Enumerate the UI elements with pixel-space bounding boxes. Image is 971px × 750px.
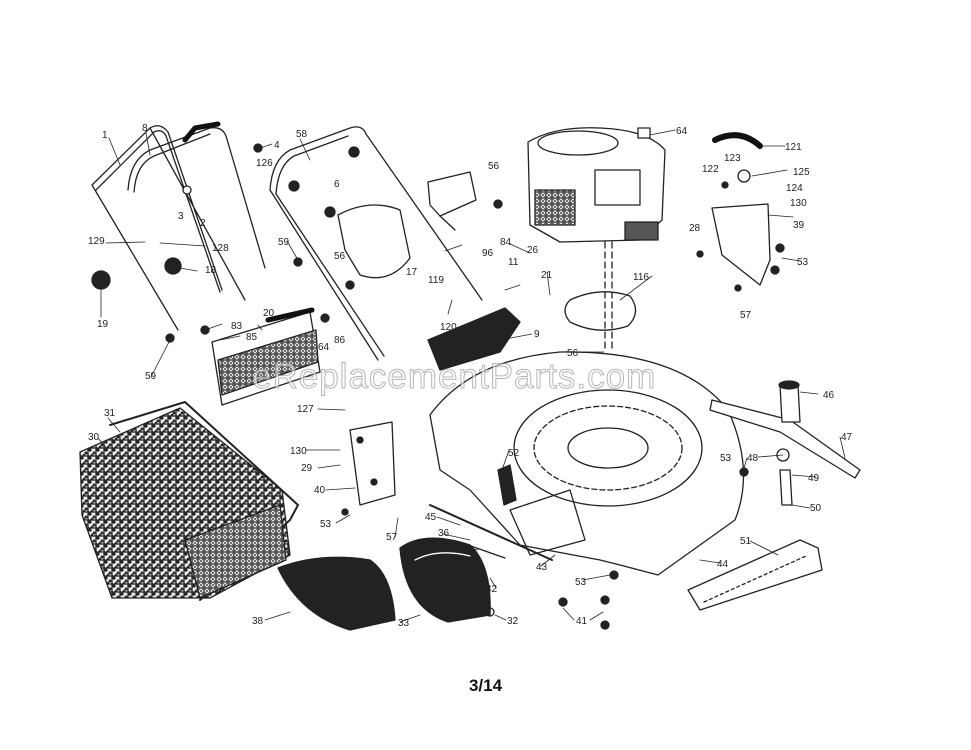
callout-85: 85 (246, 332, 258, 343)
bolts (558, 467, 749, 630)
engine (527, 127, 666, 351)
callout-86: 86 (334, 335, 346, 346)
callout-18: 18 (205, 265, 217, 276)
callout-49: 49 (808, 473, 820, 484)
rear-handle (269, 126, 483, 361)
callout-45: 45 (425, 512, 437, 523)
callout-51: 51 (740, 536, 752, 547)
callout-53-left: 53 (320, 519, 332, 530)
callout-29: 29 (301, 463, 313, 474)
leader-lines (97, 129, 846, 623)
callout-57-bottom: 57 (386, 532, 398, 543)
callout-43: 43 (536, 562, 548, 573)
rear-hinge-bracket (341, 421, 396, 516)
callout-17: 17 (406, 267, 418, 278)
callout-39: 39 (793, 220, 805, 231)
lower-handle (91, 125, 246, 331)
callout-44: 44 (717, 559, 729, 570)
callout-59-bottom: 59 (145, 371, 157, 382)
callout-41: 41 (576, 616, 588, 627)
rear-cover-flap (337, 204, 411, 279)
callout-28: 28 (689, 223, 701, 234)
callout-56-top: 56 (488, 161, 500, 172)
side-discharge-chute (277, 556, 396, 631)
callout-40: 40 (314, 485, 326, 496)
callout-96: 96 (482, 248, 494, 259)
callout-126: 126 (256, 158, 273, 169)
callout-130-lower: 130 (290, 446, 307, 457)
page-number: 3/14 (468, 676, 503, 695)
mower-deck (429, 351, 745, 576)
callout-3: 3 (178, 211, 184, 222)
callout-26: 26 (527, 245, 539, 256)
part-callouts: 1 8 4 126 58 64 121 123 125 122 124 130 … (88, 123, 853, 629)
callout-64-engine: 64 (676, 126, 688, 137)
callout-19: 19 (97, 319, 109, 330)
callout-129: 129 (88, 236, 105, 247)
handle-knobs (91, 143, 503, 343)
callout-36: 36 (438, 528, 450, 539)
callout-56-mid: 56 (334, 251, 346, 262)
callout-52: 52 (508, 448, 520, 459)
callout-58: 58 (296, 129, 308, 140)
grass-bag-frame-top (211, 307, 321, 406)
callout-116: 116 (633, 272, 649, 283)
callout-84: 84 (500, 237, 512, 248)
callout-21: 21 (541, 270, 553, 281)
callout-9: 9 (534, 329, 540, 340)
callout-53-right: 53 (720, 453, 732, 464)
callout-128: 128 (212, 243, 229, 254)
callout-37: 37 (455, 543, 467, 554)
callout-31: 31 (104, 408, 116, 419)
callout-50: 50 (810, 503, 822, 514)
callout-8: 8 (142, 123, 148, 134)
callout-119: 119 (428, 275, 444, 286)
callout-56-bottom: 56 (567, 348, 579, 359)
rear-door-parts (696, 132, 785, 292)
handle-bracket (427, 171, 477, 231)
callout-53-top: 53 (797, 257, 809, 268)
callout-123: 123 (724, 153, 741, 164)
callout-2: 2 (200, 218, 206, 229)
mulch-plug (427, 307, 521, 371)
callout-48: 48 (747, 453, 759, 464)
callout-11: 11 (508, 257, 519, 268)
upper-handle (127, 121, 266, 269)
callout-38: 38 (252, 616, 264, 627)
callout-1: 1 (102, 130, 108, 141)
callout-122: 122 (702, 164, 719, 175)
rear-axle (429, 504, 553, 561)
cable-loop (564, 291, 637, 331)
callout-53-bottom: 53 (575, 577, 587, 588)
callout-33: 33 (398, 618, 410, 629)
callout-120: 120 (440, 322, 457, 333)
callout-59-top: 59 (278, 237, 290, 248)
callout-121: 121 (785, 142, 802, 153)
callout-64-lower: 64 (318, 342, 330, 353)
callout-47: 47 (841, 432, 853, 443)
callout-42: 42 (486, 584, 498, 595)
callout-32: 32 (507, 616, 519, 627)
callout-125: 125 (793, 167, 810, 178)
grass-bag (79, 401, 299, 601)
callout-30: 30 (88, 432, 100, 443)
callout-127: 127 (297, 404, 314, 415)
callout-57-top: 57 (740, 310, 752, 321)
callout-46: 46 (823, 390, 835, 401)
callout-130-top: 130 (790, 198, 807, 209)
callout-4: 4 (274, 140, 280, 151)
callout-124: 124 (786, 183, 803, 194)
blade-assembly (709, 380, 861, 506)
height-adjust-bar (687, 539, 823, 611)
callout-6: 6 (334, 179, 340, 190)
callout-83: 83 (231, 321, 243, 332)
chute-door (399, 537, 495, 623)
callout-20: 20 (263, 308, 275, 319)
watermark: eReplacementParts.com (251, 357, 657, 397)
